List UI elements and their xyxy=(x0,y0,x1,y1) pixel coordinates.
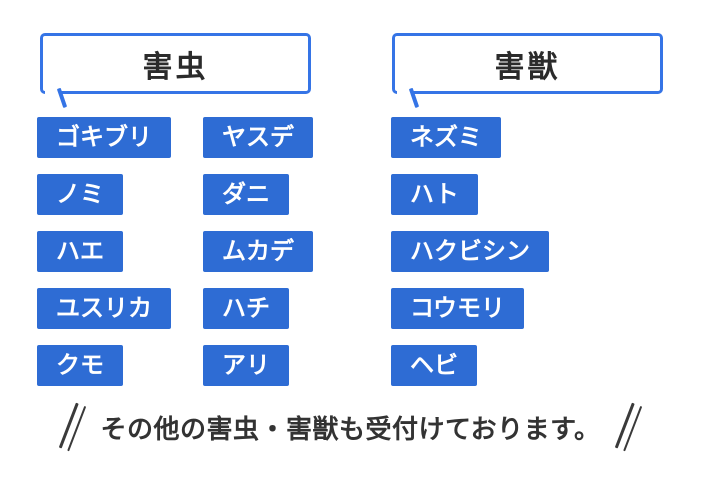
footer-text: その他の害虫・害獣も受付けております。 xyxy=(100,413,601,444)
category-bubble-insects: 害虫 xyxy=(40,33,311,109)
pest-tag: ムカデ xyxy=(203,231,313,272)
insect-tag-column-1: ゴキブリノミハエユスリカクモ xyxy=(37,117,171,386)
bubble-border-gap xyxy=(397,90,411,94)
pest-tag: ネズミ xyxy=(391,117,501,158)
double-slash-left-icon xyxy=(59,402,87,452)
pest-tag: ノミ xyxy=(37,174,123,215)
bubble-border-gap xyxy=(45,90,59,94)
pest-tag: ハクビシン xyxy=(391,231,549,272)
pest-tag: ゴキブリ xyxy=(37,117,171,158)
pest-tag: ハチ xyxy=(203,288,289,329)
pest-tag: アリ xyxy=(203,345,289,386)
pest-tag: コウモリ xyxy=(391,288,525,329)
category-title-animals: 害獣 xyxy=(494,50,561,84)
pest-tag: ユスリカ xyxy=(37,288,171,329)
insect-tag-column-2: ヤスデダニムカデハチアリ xyxy=(203,117,313,386)
pest-tag: ヘビ xyxy=(391,345,477,386)
pest-tag: ハエ xyxy=(37,231,123,272)
pest-tag: クモ xyxy=(37,345,123,386)
footer: その他の害虫・害獣も受付けております。 xyxy=(0,396,701,458)
animal-tag-column: ネズミハトハクビシンコウモリヘビ xyxy=(391,117,549,386)
pest-tag: ヤスデ xyxy=(203,117,313,158)
pest-tag: ハト xyxy=(391,174,478,215)
pest-tag: ダニ xyxy=(203,174,289,215)
double-slash-right-icon xyxy=(614,402,642,452)
bubble-tail xyxy=(56,87,67,109)
category-bubble-animals: 害獣 xyxy=(392,33,663,109)
category-title-insects: 害虫 xyxy=(142,50,209,84)
bubble-tail xyxy=(408,87,419,109)
